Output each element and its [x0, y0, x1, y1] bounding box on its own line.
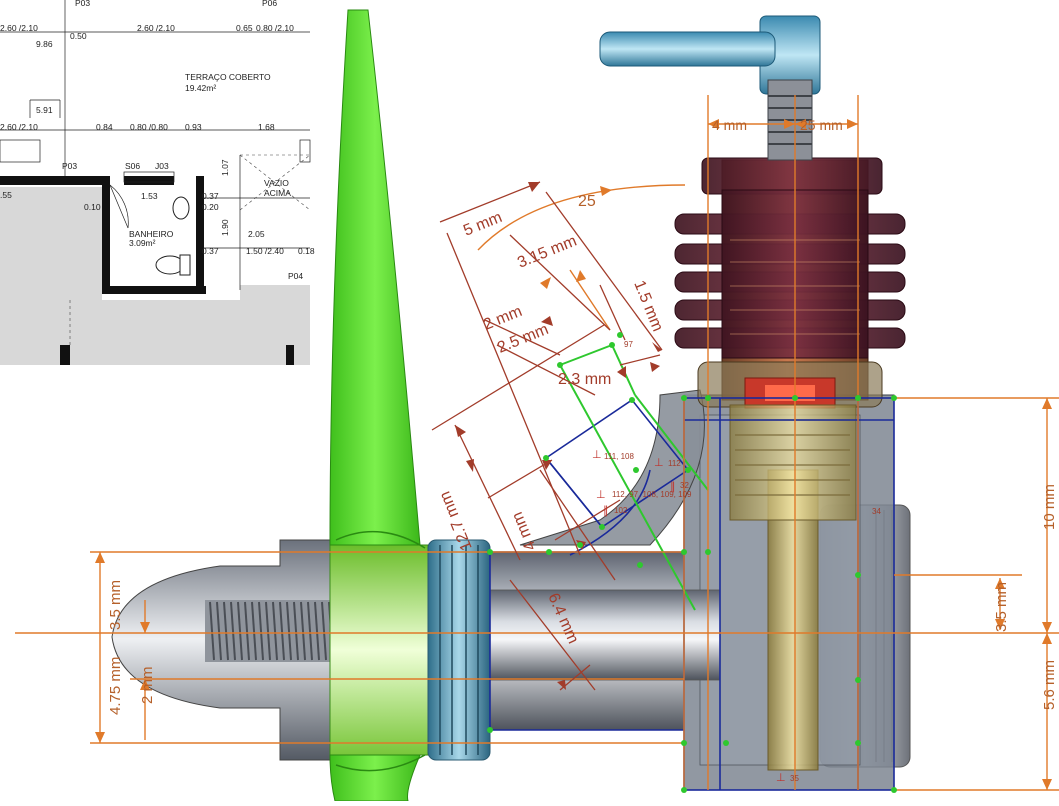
prop-hub	[329, 544, 429, 756]
fp-d-050: 0.50	[70, 31, 87, 41]
cylinder-head	[674, 157, 906, 359]
fp-d-020: 0.20	[202, 202, 219, 212]
perpendicular-icon: ⊥	[592, 449, 602, 461]
fp-d-080-210: 0.80 /2.10	[256, 23, 294, 33]
dim-2mm-left[interactable]: 2 mm	[139, 667, 156, 705]
fp-d-260-210-c: 2.60 /2.10	[0, 122, 38, 132]
fp-j03: J03	[155, 161, 169, 171]
perpendicular-icon: ⊥	[776, 772, 786, 784]
fp-area-terraco: 19.42m²	[185, 83, 216, 93]
fp-area-banheiro: 3.09m²	[129, 238, 156, 248]
dim-25-angle[interactable]: 25	[578, 193, 596, 210]
fp-d-065: 0.65	[236, 23, 253, 33]
fp-d-150-240: 1.50 /2.40	[246, 246, 284, 256]
dim-25mm-top[interactable]: 25 mm	[800, 117, 843, 133]
fp-d-260-210-a: 2.60 /2.10	[0, 23, 38, 33]
propeller-blade-top	[329, 9, 421, 546]
fp-d-080-080: 0.80 /0.80	[130, 122, 168, 132]
fp-acima: ACIMA	[264, 188, 291, 198]
dim-10mm[interactable]: 10 mm	[1041, 484, 1058, 530]
constraint-111-108[interactable]: 111, 108	[604, 452, 635, 461]
fp-d-010: 0.10	[84, 202, 101, 212]
fp-p04: P04	[288, 271, 303, 281]
fp-d-55: .55	[0, 190, 12, 200]
fp-d-260-210-b: 2.60 /2.10	[137, 23, 175, 33]
engine-model[interactable]	[111, 9, 911, 802]
fp-room-terraco: TERRAÇO COBERTO	[185, 72, 271, 82]
dimensions-orange	[15, 95, 1059, 791]
constraint-112[interactable]: 112	[668, 459, 681, 468]
fp-d-037a: 0.37	[202, 191, 219, 201]
fp-d-153: 1.53	[141, 191, 158, 201]
fp-d-093: 0.93	[185, 122, 202, 132]
constraint-102[interactable]: 102	[614, 506, 628, 515]
parallel-icon: ∥	[603, 505, 609, 517]
fp-d-168: 1.68	[258, 122, 275, 132]
fp-d-018: 0.18	[298, 246, 315, 256]
fp-d-107: 1.07	[220, 159, 230, 176]
dim-475mm[interactable]: 4.75 mm	[107, 657, 124, 715]
fp-d-205: 2.05	[248, 229, 265, 239]
dim-2mm-a[interactable]: 2 mm	[481, 303, 524, 334]
fp-d-986: 9.86	[36, 39, 53, 49]
fp-s06: S06	[125, 161, 140, 171]
perpendicular-icon: ⊥	[654, 457, 664, 469]
dimensions-red	[431, 181, 663, 691]
floorplan-overlay[interactable]: P03 P06 2.60 /2.10 9.86 0.50 2.60 /2.10 …	[0, 0, 315, 365]
fp-room-banheiro: BANHEIRO	[129, 229, 174, 239]
constraint-34[interactable]: 34	[872, 507, 881, 516]
fp-d-037b: 0.37	[202, 246, 219, 256]
parallel-icon: ∥	[670, 481, 676, 493]
fp-vazio: VAZIO	[264, 178, 289, 188]
dim-315mm[interactable]: 3.15 mm	[515, 233, 579, 272]
sketch-green	[559, 344, 709, 611]
fp-d-084: 0.84	[96, 122, 113, 132]
dim-56mm[interactable]: 5.6 mm	[1041, 660, 1058, 710]
dim-15mm[interactable]: 1.5 mm	[630, 278, 666, 334]
dim-35mm-right[interactable]: 3.5 mm	[993, 582, 1010, 632]
needle-valve-lever	[599, 31, 776, 67]
perpendicular-icon: ⊥	[596, 489, 606, 501]
constraint-list[interactable]: 112, 97, 108, 109, 109	[612, 490, 692, 499]
fp-p03: P03	[62, 161, 77, 171]
fp-d-190: 1.90	[220, 219, 230, 236]
fp-p03-top: P03	[75, 0, 90, 8]
dim-35mm-left[interactable]: 3.5 mm	[107, 580, 124, 630]
fp-d-591: 5.91	[36, 105, 53, 115]
drive-washer	[427, 539, 491, 761]
dim-23mm[interactable]: 2.3 mm	[558, 371, 611, 388]
propeller-blade-bottom	[329, 754, 421, 802]
dim-4mm-top[interactable]: 4 mm	[712, 117, 747, 133]
fp-p06: P06	[262, 0, 277, 8]
dim-5mm[interactable]: 5 mm	[461, 209, 504, 240]
constraint-32[interactable]: 32	[680, 481, 689, 490]
constraint-97[interactable]: 97	[624, 340, 633, 349]
constraint-35[interactable]: 35	[790, 774, 799, 783]
